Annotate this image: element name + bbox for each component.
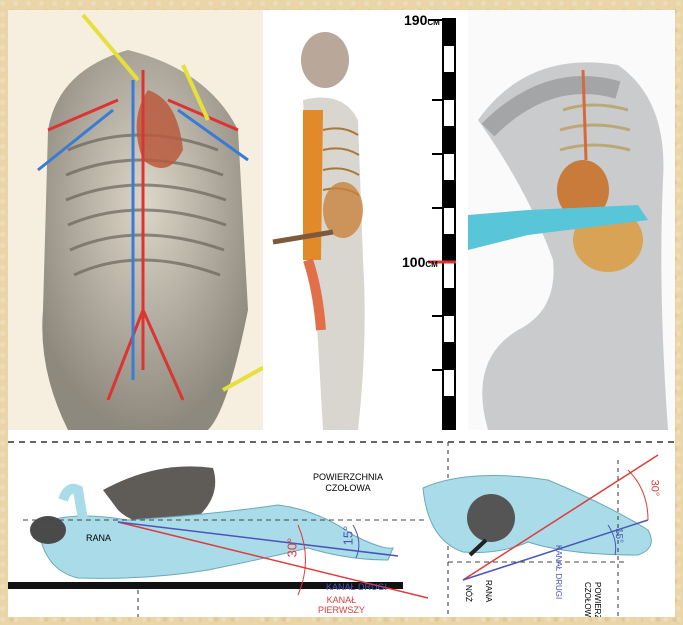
- channel-second-label-left: KANAŁ DRUGI: [326, 582, 387, 592]
- angle-30-label-right: 30°: [648, 480, 660, 497]
- blurred-head: [301, 32, 349, 88]
- cross-section-head: [467, 494, 515, 542]
- angle-15-label-left: 15°: [340, 526, 355, 546]
- cross-section-body: [423, 476, 651, 556]
- channel-second-label-right: KANAŁ DRUGI: [554, 545, 563, 599]
- surface-label-right: POWIERZCHNIA CZOŁOWA: [582, 582, 602, 617]
- torso-anatomy-illustration: [8, 10, 273, 430]
- torso-anatomy-panel: [8, 10, 273, 430]
- knife-label-right: NÓŻ: [464, 585, 473, 602]
- crouching-figure-illustration: [468, 10, 675, 430]
- wound-label-left: RANA: [86, 533, 111, 543]
- scale-top-label: 190CM: [404, 12, 440, 28]
- wound-label-right: RANA: [484, 580, 493, 602]
- scale-mid-label: 100CM: [402, 254, 438, 270]
- surface-label-left: POWIERZCHNIA CZOŁOWA: [313, 472, 383, 494]
- channel-first-label-left: KANAŁ PIERWSZY: [318, 595, 365, 615]
- standing-figure-illustration: [263, 10, 398, 430]
- height-scale-panel: 190CM 100CM: [388, 10, 468, 430]
- angle-30-label-left: 30°: [284, 538, 299, 558]
- height-scale-ruler: [388, 10, 468, 430]
- diagram-section: POWIERZCHNIA CZOŁOWA RANA 15° 30° KANAŁ …: [8, 430, 675, 617]
- figure-frame: 190CM 100CM: [8, 10, 675, 617]
- crouching-figure-panel: [468, 10, 675, 430]
- standing-figure-panel: [263, 10, 398, 430]
- angle-15-label-right: 15°: [613, 528, 624, 543]
